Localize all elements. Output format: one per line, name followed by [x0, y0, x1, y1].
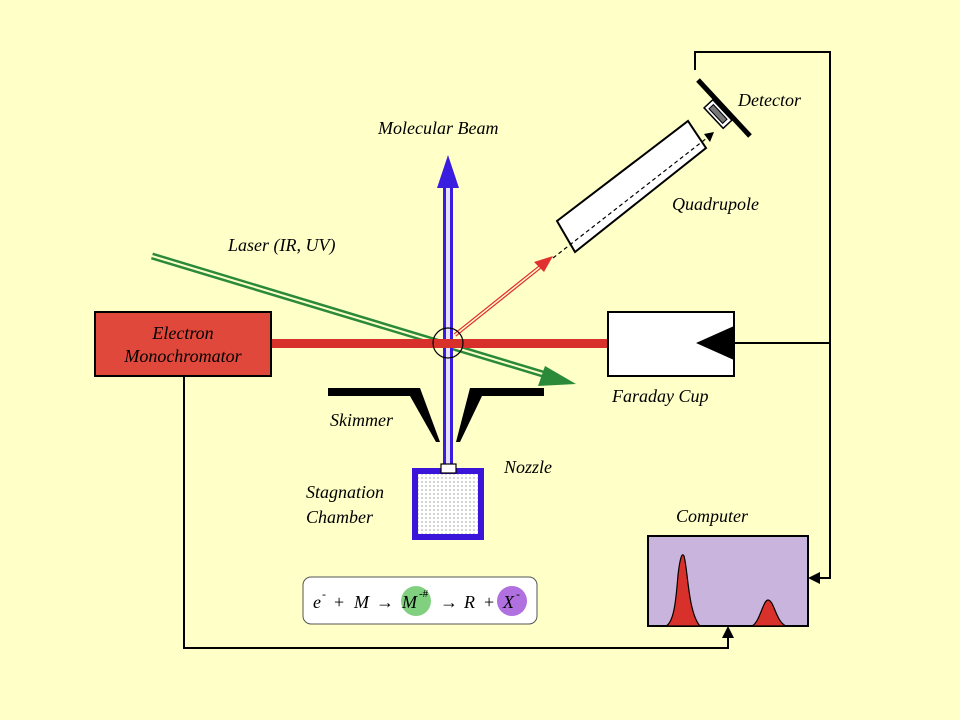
- computer-input-arrow: [808, 572, 820, 584]
- spectrum-peak-large: [665, 554, 702, 627]
- computer-display: [647, 535, 809, 627]
- label-chamber: Chamber: [306, 507, 374, 527]
- interaction-region: [432, 327, 464, 359]
- molecular-beam: [437, 155, 459, 465]
- electron-monochromator: [94, 311, 272, 377]
- nozzle: [440, 463, 457, 474]
- eq-x-sup: -: [516, 587, 520, 601]
- x-ion-highlight: [497, 586, 527, 616]
- eq-plus2: +: [484, 592, 494, 612]
- eq-plus1: +: [334, 592, 344, 612]
- eq-e-sup: -: [322, 587, 326, 601]
- detector: [696, 78, 752, 138]
- label-computer: Computer: [676, 506, 749, 526]
- quadrupole: [552, 119, 714, 259]
- eq-arrow1: →: [376, 592, 394, 612]
- label-molecular-beam: Molecular Beam: [377, 118, 498, 138]
- eq-x: X: [502, 592, 515, 612]
- m-ion-highlight: [401, 586, 431, 616]
- eq-m-ion-sup: -#: [419, 588, 429, 600]
- eq-r: R: [463, 592, 475, 612]
- detector-wire: [694, 51, 831, 579]
- spectrum-peak-small: [751, 599, 787, 627]
- laser-beam: [150, 252, 576, 386]
- label-nozzle: Nozzle: [503, 457, 552, 477]
- eq-e: e: [313, 592, 321, 612]
- label-skimmer: Skimmer: [330, 410, 394, 430]
- label-laser: Laser (IR, UV): [227, 235, 335, 256]
- computer-input-arrow-bottom: [722, 626, 734, 638]
- faraday-cup: [607, 311, 735, 377]
- ion-path-arrow: [453, 256, 553, 337]
- stagnation-chamber: [412, 463, 484, 540]
- monochromator-wire: [183, 376, 729, 649]
- label-quadrupole: Quadrupole: [672, 194, 759, 214]
- label-stagnation: Stagnation: [306, 482, 384, 502]
- label-faraday-cup: Faraday Cup: [611, 386, 709, 406]
- skimmer: [328, 388, 544, 442]
- eq-m-ion: M: [401, 592, 418, 612]
- signal-wires: [183, 51, 831, 649]
- eq-m: M: [353, 592, 370, 612]
- eq-arrow2: →: [440, 592, 458, 612]
- reaction-equation: e - + M → M -# → R + X -: [302, 576, 538, 625]
- label-monochromator: Monochromator: [123, 346, 242, 366]
- label-detector: Detector: [737, 90, 802, 110]
- label-electron: Electron: [151, 323, 213, 343]
